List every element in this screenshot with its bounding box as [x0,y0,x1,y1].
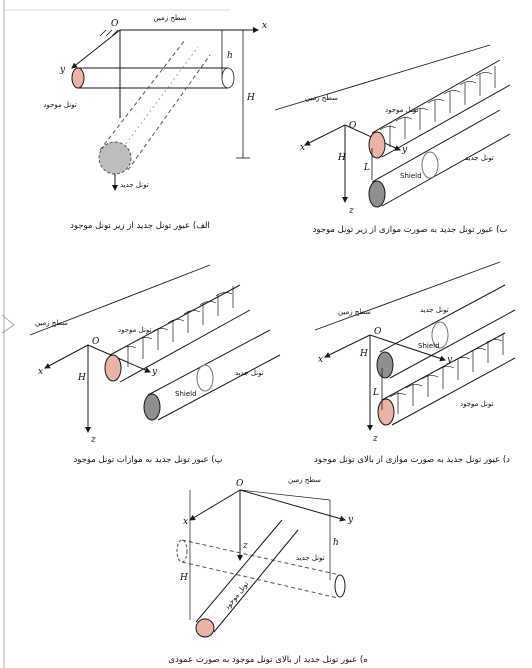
origin-label-e: O [236,479,244,489]
existing-tunnel-face-a [71,67,85,89]
y-axis-label-e: y [347,515,354,525]
x-axis-label-b: x [300,143,305,153]
existing-tunnel-label-a: تونل موجود [43,101,77,109]
shield-label-b: Shield [400,172,422,180]
shield-label-c: Shield [175,390,197,398]
origin-label-d: O [374,327,382,337]
h-label-e: h [333,538,339,548]
H-label-b: H [337,153,346,163]
ground-label-b: سطح زمین [305,94,338,102]
panel-d: سطح زمین تونل جدید تونل موجود Shield O x… [314,261,516,465]
panel-e: سطح زمین O y x z h H تونل جدید تونل موجو… [168,476,367,665]
new-tunnel-face-b [368,180,386,208]
origin-label-a: O [111,19,119,29]
existing-tunnel-label-c: تونل موجود [118,326,152,334]
new-tunnel-label-d: تونل جدید [420,306,449,314]
new-tunnel-face-d [376,351,394,379]
y-axis-label-b: y [401,145,408,155]
z-axis-label-c: z [90,435,96,445]
H-label-d: H [359,349,368,359]
new-tunnel-face-a [98,141,132,175]
panel-b: سطح زمین تونل موجود تونل جدید Shield O x… [274,44,511,235]
new-tunnel-label-a: تونل جدید [120,181,149,189]
z-axis-label-b: z [348,206,354,216]
new-tunnel-label-c: تونل جدید [235,369,264,377]
new-tunnel-label-e: تونل جدید [296,554,325,562]
ground-label-a: سطح زمین [154,14,187,22]
y-axis-label-d: y [446,355,453,365]
ground-label-d: سطح زمین [338,308,371,316]
ground-label-e: سطح زمین [288,476,321,484]
existing-tunnel-label-b: تونل موجود [385,106,419,114]
shield-label-d: Shield [418,342,440,350]
L-label-d: L [372,388,379,398]
caption-c: پ) عبور تونل جدید به موازات تونل موجود [73,455,222,465]
panel-a: سطح زمین O x y h H تونل موجود تونل جدید … [43,14,267,231]
new-tunnel-label-b: تونل جدید [465,154,494,162]
x-axis-label-e: x [183,517,188,527]
z-axis-label-e: z [242,541,248,551]
new-tunnel-face-c [143,393,161,421]
H-label-c: H [77,373,86,383]
H-label-e: H [179,573,188,583]
new-tunnel-face-e [176,539,188,563]
origin-label-c: O [92,337,100,347]
x-axis-label-d: x [318,355,323,365]
h-label-a: h [227,51,233,61]
caption-b: ب) عبور تونل جدید به صورت موازی از زیر ت… [313,225,508,235]
y-axis-label-a: y [59,65,66,75]
origin-label-b: O [349,121,357,131]
existing-tunnel-face-e [195,618,215,638]
existing-tunnel-face-c [104,354,122,382]
H-label-a: H [246,93,255,103]
existing-tunnel-face-b [368,131,386,159]
x-axis-label-a: x [262,21,267,31]
existing-tunnel-face-d [377,398,395,426]
y-axis-label-c: y [151,367,158,377]
x-axis-label-c: x [38,367,43,377]
caption-d: د) عبور تونل جدید به صورت موازی از بالای… [314,455,510,465]
z-axis-label-d: z [372,434,378,444]
caption-a: الف) عبور تونل جدید از زیر تونل موجود [70,221,210,231]
panel-c: سطح زمین تونل موجود تونل جدید Shield O x… [1,264,281,465]
caption-e: ه) عبور تونل جدید از بالای تونل موجود به… [168,655,367,665]
ground-label-c: سطح زمین [35,319,68,327]
existing-tunnel-label-d: تونل موجود [460,400,494,408]
L-label-b: L [363,163,370,173]
